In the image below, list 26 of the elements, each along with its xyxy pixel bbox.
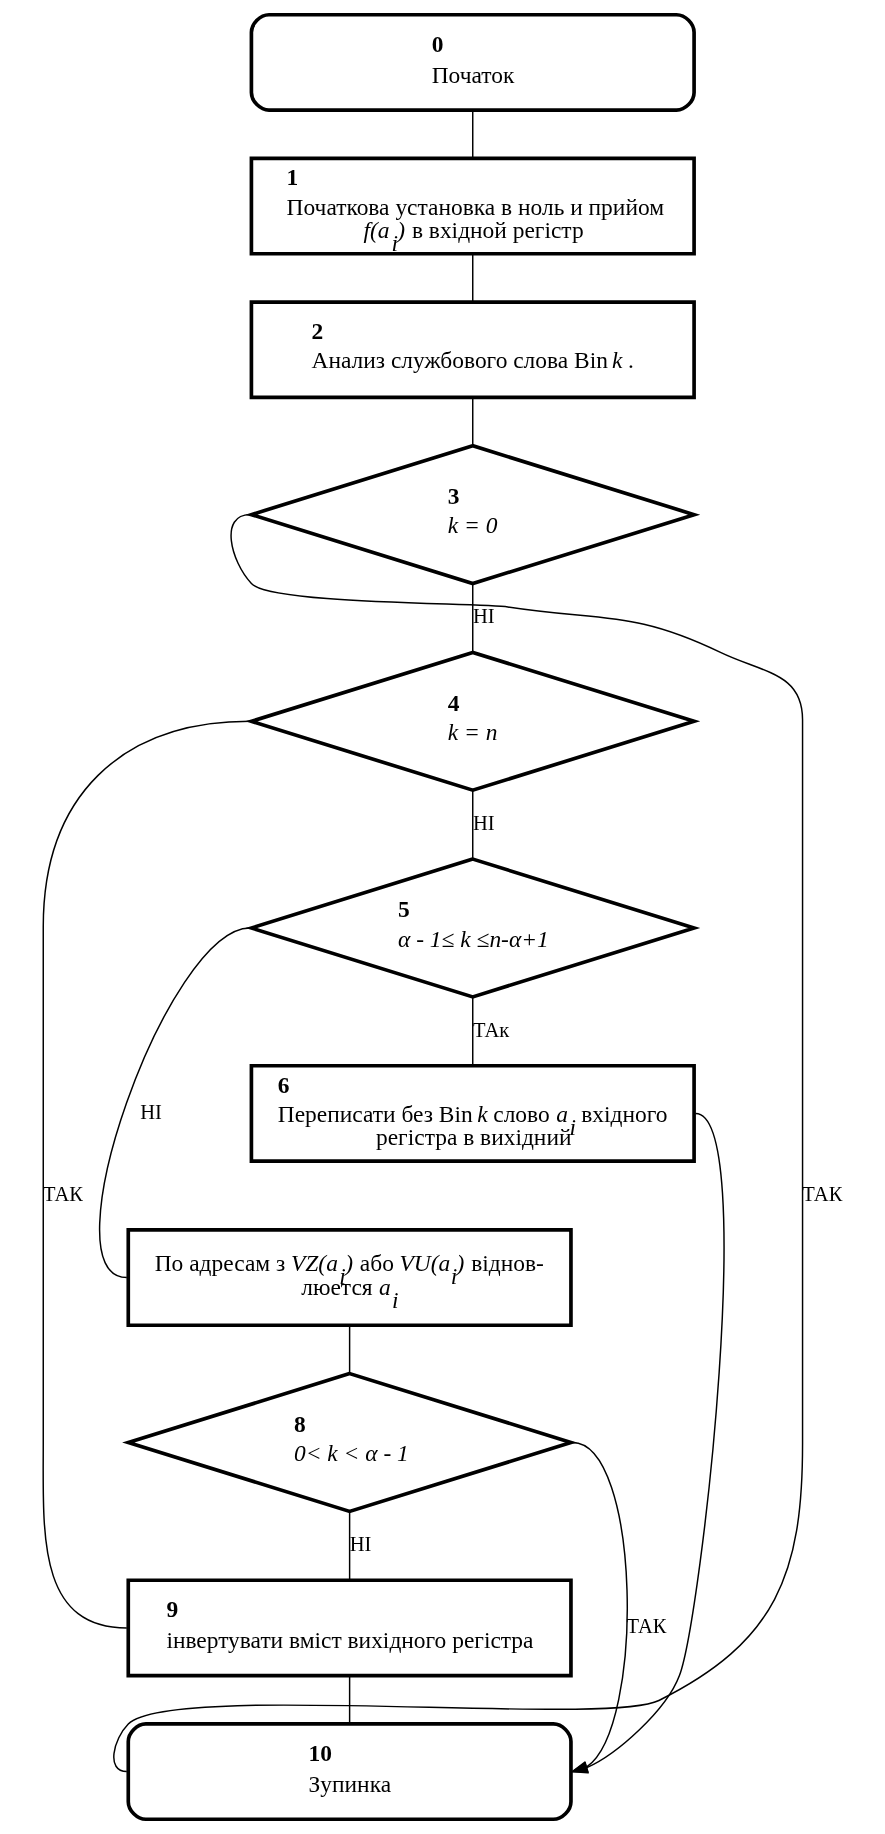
edge-label: НІ [140,1100,162,1123]
node-diamond: 3 k = 0 [245,443,701,586]
connector [472,253,474,303]
node-box: 0 Початок [249,12,696,112]
connector [348,1675,351,1725]
edge-label: ТАК [802,1182,843,1205]
connector [348,1510,351,1581]
node-diamond: 5 α - 1≤ k ≤n-α+1 [245,857,701,999]
connector [99,927,251,1279]
edge-label: ТАк [472,1018,510,1041]
edge-label: ТАК [43,1182,84,1205]
edge-label: НІ [472,605,495,628]
edge-label: НІ [349,1533,372,1556]
edge-label: ТАК [626,1615,667,1638]
node-box: 10 Зупинка [126,1722,573,1822]
node-box: 9 інвертувати вміст вихідного регістра [126,1578,573,1678]
node-box: 2 Анализ службового слова Bin k . [249,300,696,400]
connector [472,789,474,860]
connector [472,396,474,447]
connector [348,1324,351,1375]
connector [472,109,474,159]
connector [42,720,251,1629]
node-diamond: 4 k = n [245,650,701,793]
connector [472,583,474,654]
edge-label: НІ [472,812,495,835]
connector [472,996,474,1066]
